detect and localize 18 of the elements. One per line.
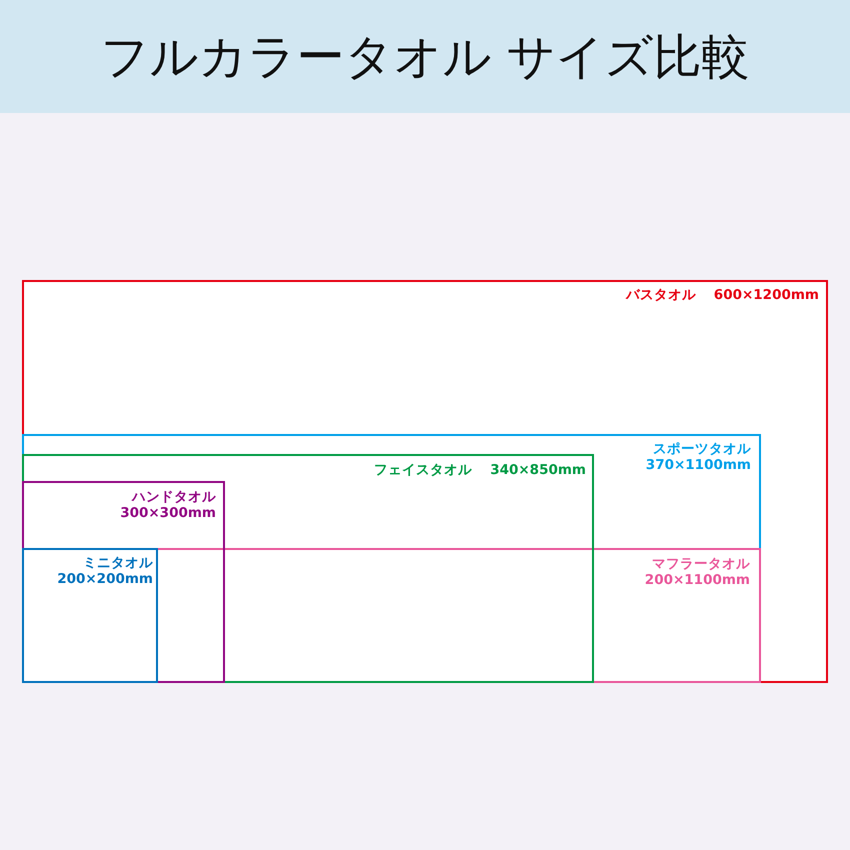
towel-outline	[22, 548, 158, 683]
towel-name: バスタオル	[626, 287, 696, 303]
size-label: 200×200mm	[57, 571, 153, 587]
size-label: 200×1100mm	[644, 572, 750, 588]
towel-outline	[22, 454, 594, 683]
size-label: 300×300mm	[120, 505, 216, 521]
size-label: 340×850mm	[490, 462, 586, 478]
towel-name: フェイスタオル	[374, 462, 472, 478]
towel-name: ミニタオル	[83, 555, 153, 571]
title: フルカラータオル サイズ比較	[100, 28, 750, 86]
size-label: 370×1100mm	[646, 457, 751, 473]
towel-outline	[22, 280, 828, 683]
towel-outline	[22, 481, 225, 683]
towel-name: ハンドタオル	[132, 489, 216, 505]
size-label: 600×1200mm	[714, 287, 819, 303]
towel-outline	[22, 434, 761, 683]
towel-name: マフラータオル	[652, 556, 750, 572]
towel-name: スポーツタオル	[653, 441, 751, 457]
